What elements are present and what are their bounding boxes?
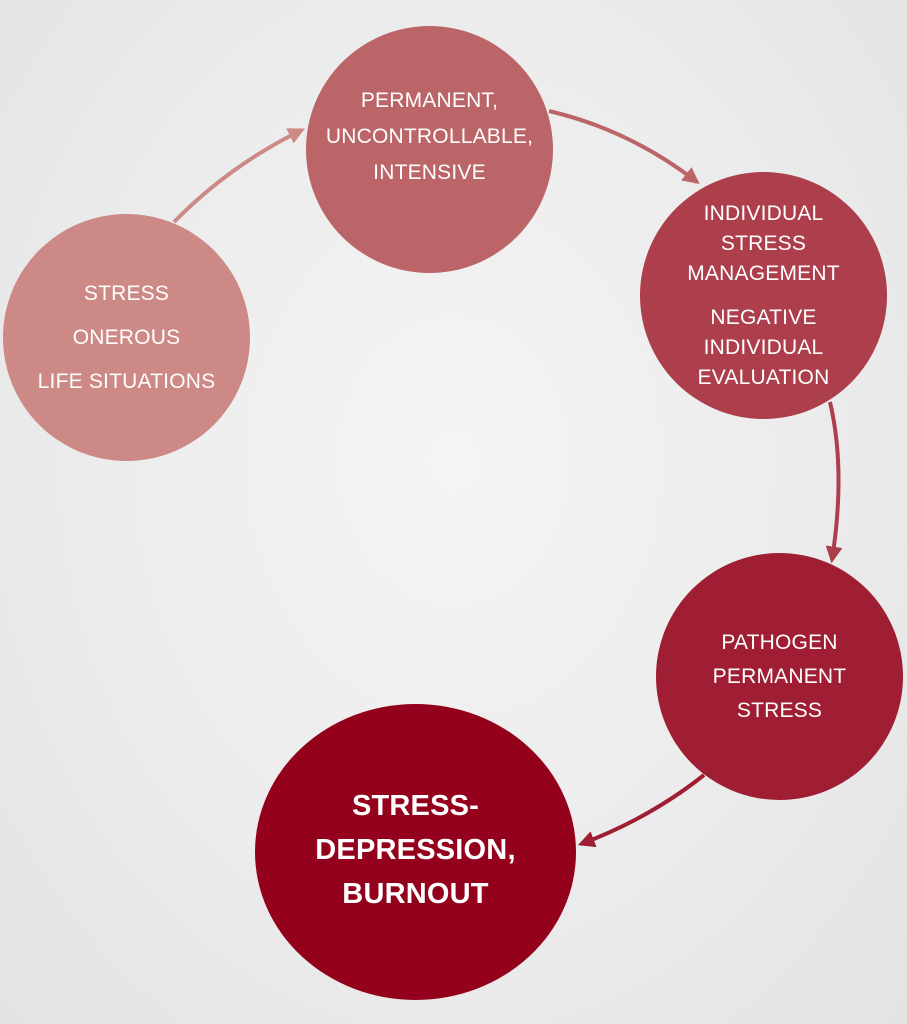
arrow-pathogen-to-burnout [577,773,706,848]
individual-node-line-6: EVALUATION [697,365,830,389]
stress-node-line-1: STRESS [83,281,170,305]
individual-node-line-3: MANAGEMENT [687,261,840,285]
individual-node-line-1: INDIVIDUAL [703,201,824,225]
permanent-node: PERMANENT, UNCONTROLLABLE, INTENSIVE [306,26,553,273]
burnout-node: STRESS- DEPRESSION, BURNOUT [255,704,576,1000]
individual-node: INDIVIDUAL STRESS MANAGEMENT NEGATIVE IN… [640,172,887,419]
permanent-node-line-1: PERMANENT, [360,88,499,112]
pathogen-node-line-3: STRESS [736,698,823,722]
individual-node-line-2: STRESS [720,231,807,255]
burnout-node-line-2: DEPRESSION, [315,834,516,866]
stress-node: STRESS ONEROUS LIFE SITUATIONS [3,214,250,461]
pathogen-node-line-2: PERMANENT [712,664,847,688]
arrow-permanent-to-individual [548,109,700,185]
arrow-stress-to-permanent [172,128,306,224]
permanent-node-line-2: UNCONTROLLABLE, [325,124,534,148]
burnout-node-line-3: BURNOUT [342,878,489,910]
pathogen-node-line-1: PATHOGEN [721,630,838,654]
individual-node-line-4: NEGATIVE [710,305,817,329]
stress-node-line-2: ONEROUS [72,325,181,349]
burnout-node-line-1: STRESS- [351,790,480,822]
permanent-node-line-3: INTENSIVE [373,160,486,184]
individual-node-line-5: INDIVIDUAL [703,335,824,359]
arrow-individual-to-pathogen [825,401,843,564]
pathogen-node: PATHOGEN PERMANENT STRESS [656,553,903,800]
stress-node-line-3: LIFE SITUATIONS [37,369,216,393]
